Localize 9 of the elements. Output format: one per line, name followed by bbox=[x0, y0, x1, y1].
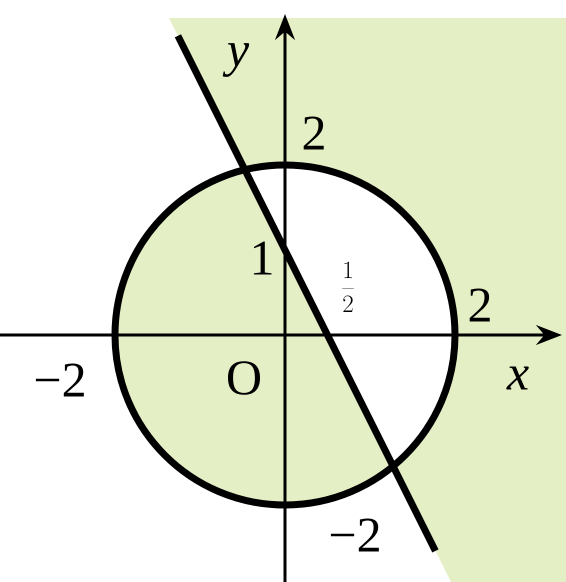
tick-label: −2 bbox=[330, 518, 379, 552]
fraction-label: $\frac{1}{2}$ bbox=[342, 262, 354, 312]
tick-label: 2 bbox=[470, 288, 490, 322]
tick-label: −2 bbox=[36, 363, 84, 397]
tick-label: O bbox=[228, 361, 260, 395]
axis-label: x bbox=[506, 366, 529, 390]
tick-label: 1 bbox=[254, 242, 272, 274]
tick-label: 2 bbox=[304, 116, 324, 150]
axis-label: y bbox=[222, 43, 250, 77]
